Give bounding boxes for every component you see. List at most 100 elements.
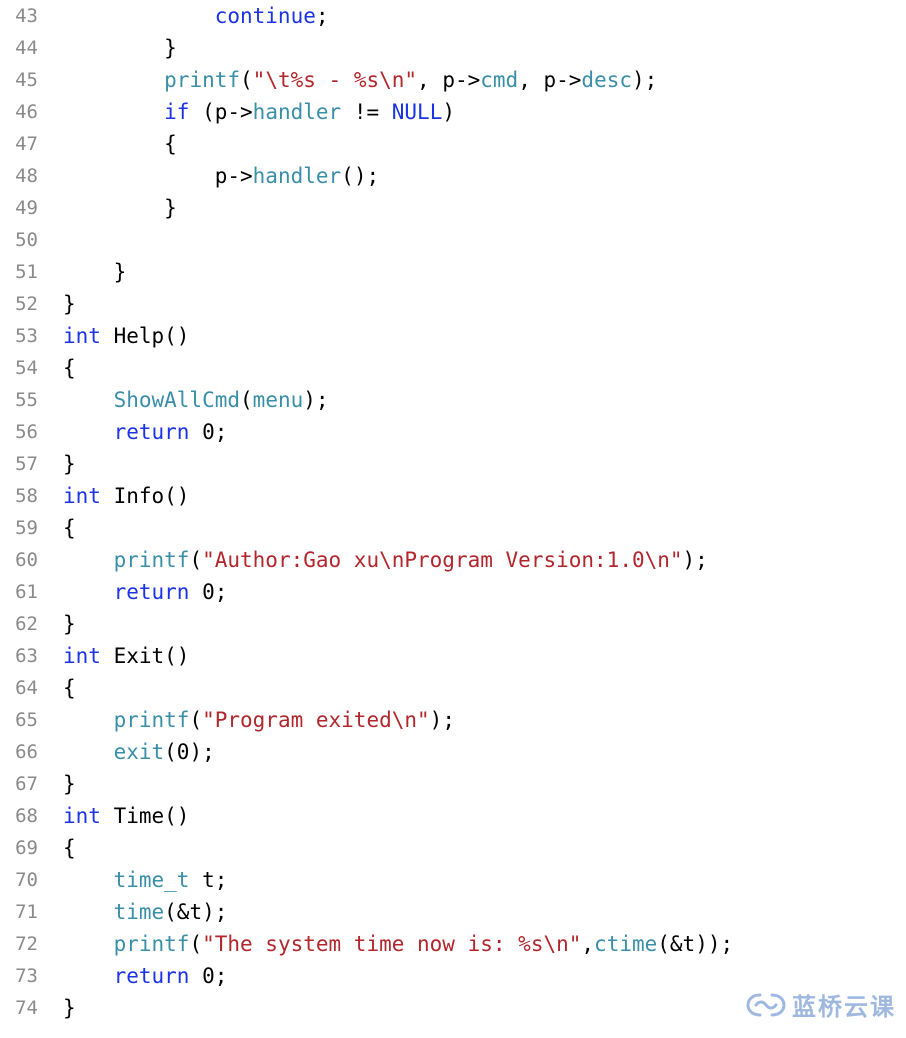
line-number: 74	[15, 997, 38, 1019]
line-number: 57	[15, 453, 38, 475]
code-line[interactable]: 64{	[0, 672, 906, 704]
code-token: (p->	[189, 100, 253, 124]
code-line[interactable]: 49 }	[0, 192, 906, 224]
code-token: return	[113, 964, 190, 988]
code-token	[63, 388, 114, 412]
code-line[interactable]: 69 {	[0, 832, 906, 864]
line-number: 56	[15, 421, 38, 443]
code-line[interactable]: 67}	[0, 768, 906, 800]
code-line[interactable]: 61 return 0;	[0, 576, 906, 608]
line-code: {	[63, 672, 76, 704]
line-number: 69	[15, 837, 38, 859]
code-line[interactable]: 56 return 0;	[0, 416, 906, 448]
line-number: 53	[15, 325, 38, 347]
code-token: Info()	[100, 484, 190, 508]
code-token: printf	[164, 68, 241, 92]
code-token: desc	[581, 68, 632, 92]
code-token: )	[442, 100, 455, 124]
line-number: 70	[15, 869, 38, 891]
code-line[interactable]: 62}	[0, 608, 906, 640]
line-number: 44	[15, 37, 38, 59]
line-code: printf("Program exited\n");	[63, 704, 455, 736]
code-token: 0;	[189, 580, 228, 604]
code-line[interactable]: 52}	[0, 288, 906, 320]
code-line[interactable]: 45 printf("\t%s - %s\n", p->cmd, p->desc…	[0, 64, 906, 96]
code-token	[63, 868, 114, 892]
code-token: Help()	[100, 324, 190, 348]
line-number: 54	[15, 357, 38, 379]
line-code: printf("\t%s - %s\n", p->cmd, p->desc);	[63, 64, 657, 96]
line-number: 49	[15, 197, 38, 219]
code-token	[63, 708, 114, 732]
code-line[interactable]: 70 time_t t;	[0, 864, 906, 896]
code-line[interactable]: 54 {	[0, 352, 906, 384]
code-token: }	[63, 36, 177, 60]
line-number: 50	[15, 229, 38, 251]
line-code: }	[63, 768, 76, 800]
code-line[interactable]: 47 {	[0, 128, 906, 160]
code-line[interactable]: 59{	[0, 512, 906, 544]
code-token: ShowAllCmd	[113, 388, 241, 412]
code-line[interactable]: 55 ShowAllCmd(menu);	[0, 384, 906, 416]
line-code: {	[63, 128, 177, 160]
code-line[interactable]: 46 if (p->handler != NULL)	[0, 96, 906, 128]
code-token: }	[63, 260, 127, 284]
code-token: printf	[113, 708, 190, 732]
code-token: (	[189, 932, 203, 956]
code-token	[63, 964, 114, 988]
code-line[interactable]: 65 printf("Program exited\n");	[0, 704, 906, 736]
code-token: , p->	[518, 68, 582, 92]
code-line[interactable]: 57}	[0, 448, 906, 480]
code-token	[63, 580, 114, 604]
code-token: {	[63, 836, 76, 860]
code-token: (&t);	[164, 900, 228, 924]
code-token: );	[632, 68, 658, 92]
line-code: time_t t;	[63, 864, 228, 896]
line-code: printf("The system time now is: %s\n",ct…	[63, 928, 734, 960]
code-token: }	[63, 996, 76, 1020]
code-token: return	[113, 420, 190, 444]
line-number: 72	[15, 933, 38, 955]
code-line[interactable]: 51 }	[0, 256, 906, 288]
line-number: 60	[15, 549, 38, 571]
code-line[interactable]: 60 printf("Author:Gao xu\nProgram Versio…	[0, 544, 906, 576]
code-token: time	[113, 900, 165, 924]
code-line[interactable]: 66 exit(0);	[0, 736, 906, 768]
line-code: }	[63, 448, 76, 480]
code-token: );	[303, 388, 329, 412]
code-line[interactable]: 43 continue;	[0, 0, 906, 32]
code-token: p->	[63, 164, 253, 188]
line-code: }	[63, 32, 177, 64]
line-code: return 0;	[63, 960, 228, 992]
line-code: }	[63, 256, 127, 288]
code-line[interactable]: 71 time(&t);	[0, 896, 906, 928]
code-line[interactable]: 50	[0, 224, 906, 256]
code-line[interactable]: 48 p->handler();	[0, 160, 906, 192]
line-code: {	[63, 352, 76, 384]
code-line[interactable]: 44 }	[0, 32, 906, 64]
code-token: , p->	[417, 68, 481, 92]
code-token: }	[63, 612, 76, 636]
lanqiao-logo-icon	[746, 993, 786, 1016]
code-token	[63, 68, 164, 92]
code-token: handler	[252, 100, 342, 124]
code-token: 0;	[189, 964, 228, 988]
code-token: }	[63, 772, 76, 796]
code-token: exit	[113, 740, 165, 764]
code-token	[63, 900, 114, 924]
code-token: printf	[113, 548, 190, 572]
line-code: }	[63, 608, 76, 640]
line-code: return 0;	[63, 576, 228, 608]
line-number: 66	[15, 741, 38, 763]
code-line[interactable]: 72 printf("The system time now is: %s\n"…	[0, 928, 906, 960]
code-line[interactable]: 74}	[0, 992, 906, 1024]
code-token: {	[63, 676, 76, 700]
code-token	[63, 740, 114, 764]
code-token	[63, 4, 215, 28]
code-line[interactable]: 73 return 0;	[0, 960, 906, 992]
